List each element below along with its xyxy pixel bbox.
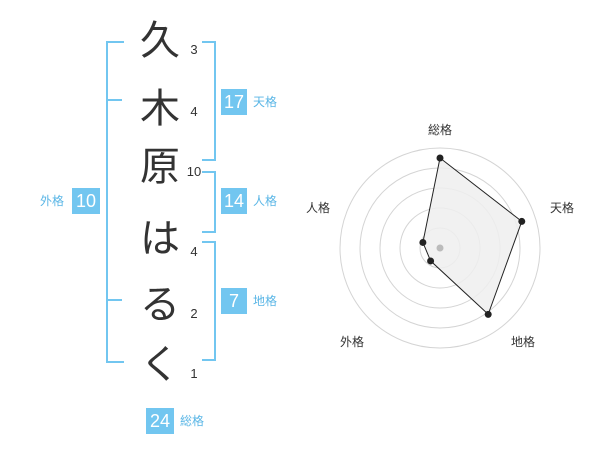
radar-point-1 xyxy=(436,154,444,162)
name-char-1: 久 xyxy=(140,18,180,64)
jinkaku-label: 人格 xyxy=(253,194,278,208)
radar-point-4 xyxy=(427,257,435,265)
name-char-6: く xyxy=(140,342,180,388)
chikaku-bracket xyxy=(202,241,216,361)
name-char-5: る xyxy=(140,282,180,328)
stroke-count-2: 4 xyxy=(190,104,198,119)
radar-axis-label-chikaku: 地格 xyxy=(510,335,535,349)
stroke-count-3: 10 xyxy=(186,164,202,179)
soukaku-label: 総格 xyxy=(180,414,205,428)
radar-point-5 xyxy=(419,238,427,246)
name-char-3: 原 xyxy=(140,144,180,190)
radar-point-3 xyxy=(484,310,492,318)
chikaku-label: 地格 xyxy=(253,294,278,308)
tenkaku-bracket xyxy=(202,41,216,161)
soukaku-value: 24 xyxy=(146,408,174,434)
stroke-count-1: 3 xyxy=(190,42,198,57)
jinkaku-bracket xyxy=(202,171,216,233)
stroke-count-5: 2 xyxy=(190,306,198,321)
gaikaku-label: 外格 xyxy=(40,194,65,208)
tenkaku-label: 天格 xyxy=(253,95,278,109)
radar-axis-label-tenkaku: 天格 xyxy=(549,201,574,215)
name-char-2: 木 xyxy=(140,86,180,132)
tenkaku-value: 17 xyxy=(221,89,247,115)
radar-axis-label-gaikaku: 外格 xyxy=(339,335,364,349)
radar-area xyxy=(422,157,523,316)
gaikaku-value: 10 xyxy=(72,188,100,214)
radar-axis-label-soukaku: 総格 xyxy=(427,123,452,137)
name-char-4: は xyxy=(140,216,180,262)
stroke-count-6: 1 xyxy=(190,366,198,381)
radar-center xyxy=(436,244,444,252)
gaikaku-bracket xyxy=(106,41,124,363)
radar-point-2 xyxy=(518,217,526,225)
radar-axis-label-jinkaku: 人格 xyxy=(305,201,330,215)
gaikaku-bracket-tick xyxy=(106,99,122,101)
chikaku-value: 7 xyxy=(221,288,247,314)
stroke-count-4: 4 xyxy=(190,244,198,259)
gaikaku-bracket-tick xyxy=(106,299,122,301)
radar-ring xyxy=(339,147,541,349)
jinkaku-value: 14 xyxy=(221,188,247,214)
